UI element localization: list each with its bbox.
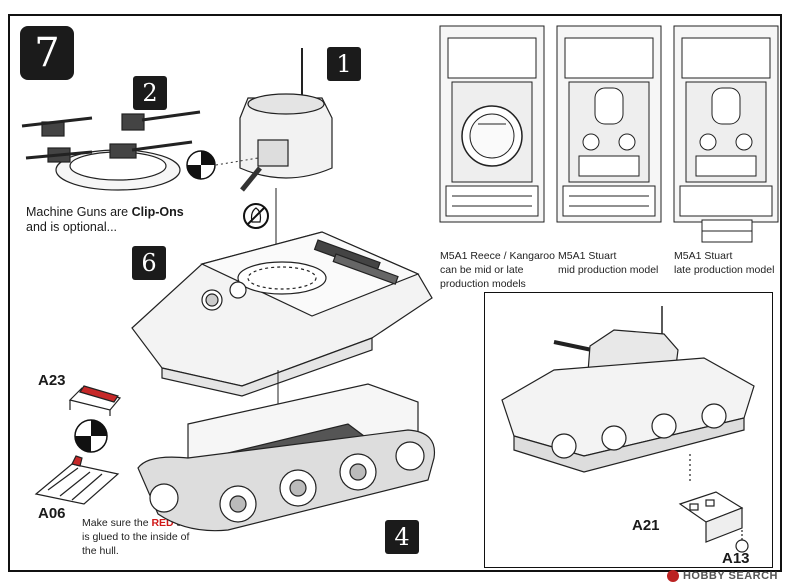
glue-target-icon-parts [74,419,108,453]
part-code-a13: A13 [722,550,750,567]
lower-hull-drawing [137,383,436,532]
rear-view-mid [556,25,662,223]
completed-tank-drawing [501,306,755,482]
no-glue-icon [243,203,269,229]
part-a23-drawing [68,385,122,416]
clip-on-note: Machine Guns are Clip-Ons and is optiona… [26,205,184,234]
turret-drawing [239,48,333,192]
part-code-a06: A06 [38,505,66,522]
step-number-turret: 1 [327,47,361,81]
step-number-machine-guns: 2 [133,76,167,110]
part-code-a23: A23 [38,372,66,389]
rear-view-reece [439,25,545,223]
glue-target-icon [186,150,216,180]
part-a06-drawing [34,455,120,505]
step-number-main: 7 [20,26,74,80]
watermark-logo-icon [666,570,679,582]
red-area-note: Make sure the RED area is glued to the i… [82,517,198,557]
rear-view-drawings [439,25,779,243]
part-code-a21: A21 [632,517,660,534]
rear-view-late [673,25,779,243]
part-a21-a13-drawing [678,491,749,553]
step-number-lower-hull: 4 [385,520,419,554]
upper-hull-drawing [131,231,433,397]
step-number-hull-top: 6 [132,246,166,280]
machine-gun-drawing [21,110,201,191]
assembly-dotted-line [215,157,259,166]
completed-assembly-inset [484,292,773,568]
watermark: HOBBY SEARCH [666,570,778,582]
